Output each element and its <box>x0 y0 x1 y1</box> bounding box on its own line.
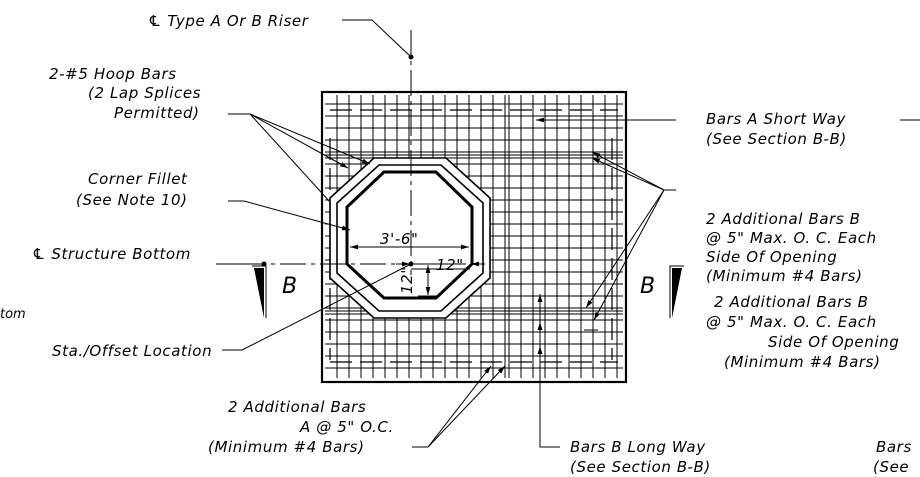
addl-b-upper-line2: @ 5" Max. O. C. Each <box>706 229 877 247</box>
section-b-left: B <box>252 265 297 318</box>
dimension-offset-v-text: 12" <box>398 266 416 294</box>
hoop-bars-line2: (2 Lap Splices <box>88 84 201 102</box>
bars-b-long-line1: Bars B Long Way <box>570 438 706 456</box>
addl-b-lower-line1: 2 Additional Bars B <box>714 293 869 311</box>
hoop-bars-line3: Permitted) <box>114 104 200 122</box>
addl-a-line3: (Minimum #4 Bars) <box>208 438 365 456</box>
slab-outline <box>320 90 628 384</box>
section-b-left-label: B <box>282 274 297 299</box>
dashed-bars <box>329 109 618 363</box>
dimension-opening-width-text: 3'-6" <box>380 230 419 248</box>
partial-right-line2: (See <box>873 458 909 476</box>
opening-clear-zone <box>330 158 490 318</box>
addl-a-line1: 2 Additional Bars <box>228 398 366 416</box>
addl-b-lower-line4: (Minimum #4 Bars) <box>724 353 881 371</box>
addl-a-line2: A @ 5" O.C. <box>299 418 394 436</box>
addl-b-upper-line1: 2 Additional Bars B <box>706 210 861 228</box>
hoop-bars-line1: 2-#5 Hoop Bars <box>49 65 177 83</box>
leaders <box>216 19 676 448</box>
structure-bottom-label: ℄ Structure Bottom <box>32 245 191 263</box>
addl-b-upper-line3: Side Of Opening <box>706 248 837 266</box>
addl-b-lower-line3: Side Of Opening <box>768 333 899 351</box>
bars-a-short-line1: Bars A Short Way <box>706 110 846 128</box>
partial-left-text: tom <box>0 307 26 322</box>
section-b-right: B <box>640 265 684 318</box>
dimension-offset-h-text: 12" <box>436 256 464 274</box>
section-b-right-label: B <box>640 274 655 299</box>
corner-fillet-line2: (See Note 10) <box>76 191 188 209</box>
bars-b-long-line2: (See Section B-B) <box>570 458 711 476</box>
riser-centerline-label: ℄ Type A Or B Riser <box>148 12 309 30</box>
addl-b-lower-line2: @ 5" Max. O. C. Each <box>706 313 877 331</box>
sta-offset-label: Sta./Offset Location <box>52 342 212 360</box>
corner-fillet-line1: Corner Fillet <box>88 170 188 188</box>
addl-b-upper-line4: (Minimum #4 Bars) <box>706 267 863 285</box>
bars-a-short-line2: (See Section B-B) <box>706 130 847 148</box>
partial-right-line1: Bars <box>876 438 912 456</box>
structure-cl-dot <box>261 261 267 267</box>
